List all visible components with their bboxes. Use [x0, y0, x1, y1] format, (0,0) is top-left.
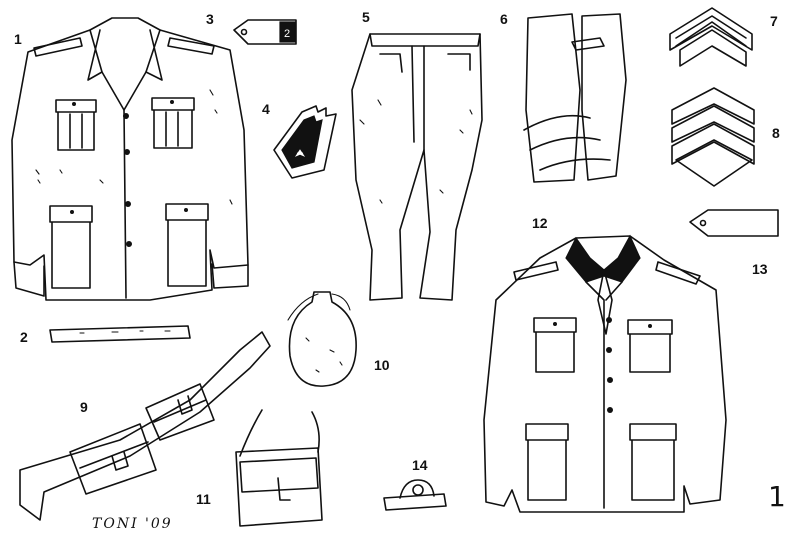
item-number-6: 6 [500, 11, 508, 27]
buckle-drawing [383, 479, 447, 511]
canteen-drawing [287, 291, 357, 387]
field-jacket-drawing [11, 17, 249, 301]
puttees-drawing [523, 13, 627, 183]
page-number: 1 [768, 480, 786, 513]
item-number-13: 13 [752, 261, 768, 277]
artist-signature: TONI '09 [92, 516, 173, 532]
item-number-11: 11 [196, 491, 211, 507]
ammunition-belt-drawing [19, 331, 271, 521]
item-number-10: 10 [374, 357, 390, 373]
epaulette-digit: 2 [284, 28, 290, 40]
item-number-12: 12 [532, 215, 548, 231]
collar-patch-drawing [273, 105, 337, 179]
item-number-5: 5 [362, 9, 370, 25]
shoulder-strap-drawing: 2 [233, 19, 297, 45]
rank-chevron-large-drawing [671, 87, 755, 187]
item-number-3: 3 [206, 11, 214, 27]
breeches-drawing [351, 33, 483, 301]
item-number-7: 7 [770, 13, 778, 29]
item-number-4: 4 [262, 101, 270, 117]
item-number-1: 1 [14, 31, 22, 47]
belt-strip-drawing [49, 325, 191, 343]
item-number-14: 14 [412, 457, 428, 473]
item-number-2: 2 [20, 329, 28, 345]
item-number-8: 8 [772, 125, 780, 141]
shoulder-strap-plain-drawing [689, 209, 779, 237]
officer-tunic-drawing [483, 234, 727, 513]
satchel-drawing [235, 409, 323, 527]
rank-chevron-small-drawing [669, 7, 753, 67]
item-number-9: 9 [80, 399, 88, 415]
